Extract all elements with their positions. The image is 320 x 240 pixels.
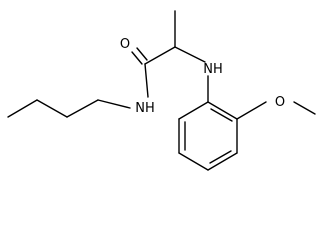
ring-bond-1	[207, 101, 238, 120]
bond-o-methyl	[293, 101, 316, 115]
ring-bond-6	[178, 101, 209, 120]
ring-double-2	[209, 150, 232, 164]
bond-alpha-nh	[174, 46, 206, 63]
ring-bond-3	[207, 152, 238, 171]
bond-butyl-c1-c2	[7, 99, 38, 118]
bond-carbonyl-double-b	[136, 47, 148, 61]
bond-carbonyl-double-a	[131, 51, 143, 65]
bond-nh-carbonyl-c	[144, 63, 149, 98]
structure-diagram: O NH NH O	[7, 10, 316, 171]
ring-bond-4	[178, 152, 209, 171]
bond-butyl-c2-c3	[36, 99, 68, 118]
atom-o-methoxy: O	[275, 95, 285, 110]
atom-nh-aniline: NH	[203, 62, 223, 77]
bond-butyl-c4-nh	[97, 99, 131, 109]
bond-butyl-c3-c4	[66, 99, 99, 118]
bond-ring-o-methoxy	[236, 101, 267, 120]
atom-nh-amide: NH	[135, 101, 155, 116]
ring-double-1	[210, 108, 233, 122]
bond-carbonyl-c-alpha-c	[144, 46, 176, 65]
atom-o-carbonyl: O	[120, 37, 130, 52]
